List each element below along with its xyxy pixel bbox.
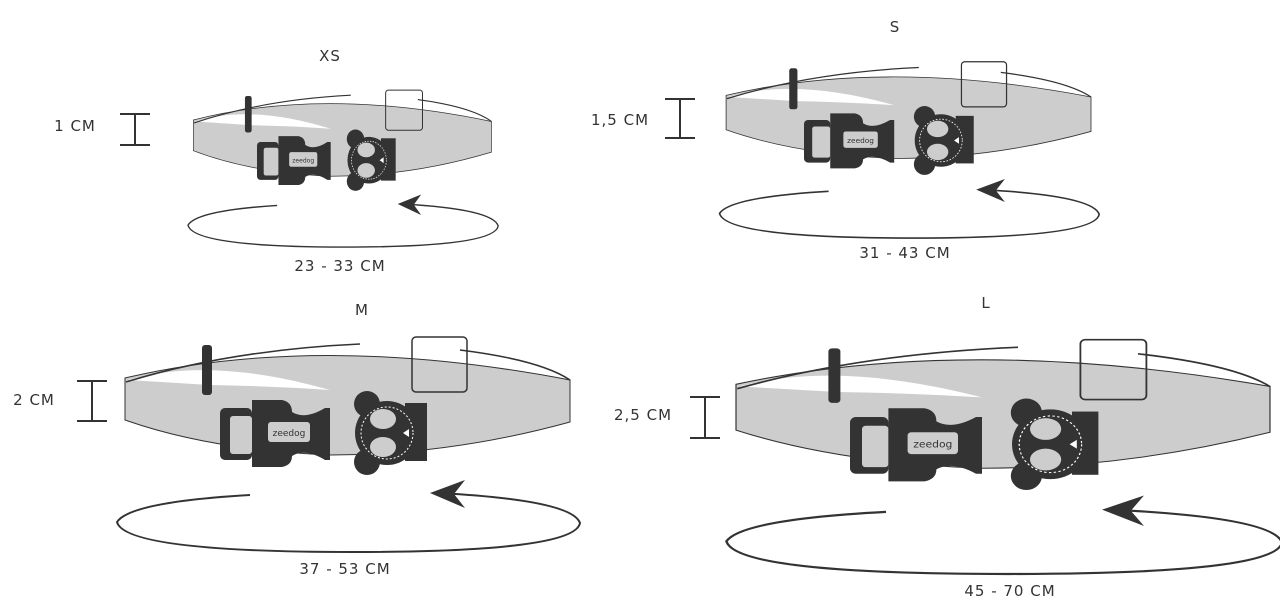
width-indicator-l	[690, 396, 720, 439]
collar-m: zeedog	[115, 336, 582, 554]
width-indicator-m	[77, 380, 107, 422]
size-label-xs: XS	[319, 47, 341, 65]
brand-plate	[907, 432, 958, 455]
range-label-l: 45 - 70 CM	[964, 582, 1056, 600]
width-indicator-s	[665, 98, 695, 139]
adjuster-clip	[789, 68, 798, 110]
keeper-loop	[960, 61, 1008, 108]
circumference-line	[187, 203, 499, 248]
circumference-line	[115, 492, 582, 554]
collar-inner	[739, 375, 982, 398]
keeper-loop	[1079, 338, 1148, 401]
adjuster-clip	[244, 95, 252, 133]
circumference-line	[725, 508, 1280, 576]
keeper-loop	[385, 89, 423, 131]
keeper-loop	[411, 336, 468, 393]
collar-edge	[736, 346, 1019, 390]
adjuster-clip	[202, 345, 212, 395]
range-label-xs: 23 - 33 CM	[294, 257, 386, 275]
collar-l: zeedog	[725, 338, 1280, 576]
brand-label: zeedog	[847, 136, 874, 145]
brand-plate	[289, 152, 318, 167]
size-label-l: L	[981, 294, 991, 312]
buckle-eye	[357, 142, 375, 158]
width-label-l: 2,5 CM	[613, 406, 673, 424]
width-label-s: 1,5 CM	[590, 111, 650, 129]
circumference-line	[718, 188, 1101, 239]
brand-label: zeedog	[292, 157, 314, 164]
buckle-bracket-inner	[812, 126, 831, 158]
width-label-xs: 1 CM	[54, 117, 96, 135]
buckle-eye	[927, 143, 949, 161]
buckle-nose	[379, 157, 384, 164]
collar-edge	[1000, 71, 1092, 98]
arrowhead-icon	[397, 194, 422, 215]
brand-label: zeedog	[273, 429, 306, 439]
buckle-eye	[1030, 448, 1062, 471]
collar-inner	[728, 88, 895, 106]
buckle-nose	[1069, 439, 1077, 449]
buckle-stitching	[919, 118, 963, 163]
range-label-s: 31 - 43 CM	[859, 244, 951, 262]
collar-edge	[459, 349, 571, 381]
buckle-eye	[370, 437, 396, 457]
size-label-m: M	[355, 301, 369, 319]
collar-inner	[195, 114, 331, 129]
buckle-eye	[1030, 418, 1062, 440]
collar-xs: zeedog	[187, 89, 499, 248]
buckle-bracket-inner	[230, 416, 252, 454]
buckle-stitching	[351, 140, 387, 180]
buckle-eye	[927, 120, 949, 138]
buckle-bracket-inner	[862, 425, 889, 468]
arrowhead-icon	[430, 480, 465, 508]
range-label-m: 37 - 53 CM	[299, 560, 391, 578]
width-indicator-xs	[120, 113, 150, 146]
collar-s: zeedog	[718, 61, 1101, 239]
size-label-s: S	[889, 18, 901, 36]
buckle-eye	[370, 409, 396, 429]
collar-inner	[128, 370, 330, 390]
arrowhead-icon	[976, 179, 1005, 202]
collar-edge	[125, 343, 361, 383]
buckle-eye	[357, 163, 375, 178]
brand-label: zeedog	[913, 439, 952, 450]
collar-edge	[1137, 352, 1271, 388]
brand-plate	[843, 131, 878, 148]
buckle-nose	[403, 429, 409, 437]
brand-plate	[268, 422, 310, 442]
buckle-nose	[954, 137, 959, 144]
adjuster-clip	[828, 348, 841, 403]
collar-edge	[193, 94, 351, 124]
arrowhead-icon	[1102, 495, 1144, 527]
collar-edge	[417, 99, 492, 122]
collar-edge	[726, 66, 919, 100]
width-label-m: 2 CM	[13, 391, 55, 409]
buckle-stitching	[360, 406, 414, 460]
buckle-bracket-inner	[263, 147, 279, 176]
